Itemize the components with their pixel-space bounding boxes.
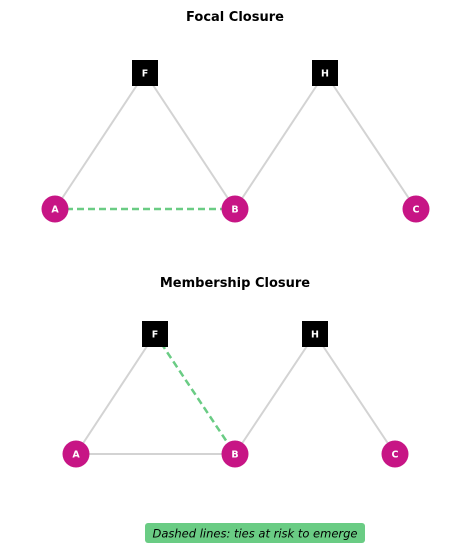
circle-node-shape	[381, 440, 409, 468]
square-node-shape	[132, 60, 158, 86]
node-h: H	[302, 321, 328, 347]
square-node-shape	[302, 321, 328, 347]
legend: Dashed lines: ties at risk to emerge	[145, 523, 365, 543]
node-label: C	[413, 205, 420, 216]
panel-title: Membership Closure	[160, 276, 310, 291]
legend-box	[145, 523, 365, 543]
circle-node-shape	[62, 440, 90, 468]
edge-f-a	[54, 72, 146, 210]
node-label: F	[152, 330, 159, 341]
node-label: C	[392, 450, 399, 461]
node-h: H	[312, 60, 338, 86]
node-f: F	[142, 321, 168, 347]
node-c: C	[402, 195, 430, 223]
legend-text: Dashed lines: ties at risk to emerge	[152, 527, 357, 541]
membership-closure-panel: Membership Closure F H A B C	[62, 276, 409, 468]
node-a: A	[41, 195, 69, 223]
circle-node-shape	[402, 195, 430, 223]
node-b: B	[221, 195, 249, 223]
node-label: H	[311, 330, 319, 341]
node-b: B	[221, 440, 249, 468]
circle-node-shape	[221, 195, 249, 223]
edge-h-b	[234, 333, 316, 455]
edge-h-b	[234, 72, 326, 210]
focal-closure-panel: Focal Closure F H A B C	[41, 10, 430, 223]
panel-title: Focal Closure	[186, 10, 284, 25]
circle-node-shape	[41, 195, 69, 223]
circle-node-shape	[221, 440, 249, 468]
edge-group	[54, 72, 417, 211]
node-label: B	[231, 450, 238, 461]
edge-h-c	[324, 72, 417, 210]
node-label: B	[231, 205, 238, 216]
edge-f-b	[144, 72, 236, 210]
node-f: F	[132, 60, 158, 86]
node-label: H	[321, 69, 329, 80]
square-node-shape	[142, 321, 168, 347]
edge-group	[75, 333, 396, 455]
edge-h-c	[314, 333, 396, 455]
node-label: A	[72, 450, 80, 461]
node-c: C	[381, 440, 409, 468]
node-group: F H A B C	[41, 60, 430, 223]
node-a: A	[62, 440, 90, 468]
square-node-shape	[312, 60, 338, 86]
edge-f-b-at-risk	[153, 333, 237, 455]
edge-f-a	[75, 333, 156, 455]
node-label: F	[142, 69, 149, 80]
node-label: A	[51, 205, 59, 216]
node-group: F H A B C	[62, 321, 409, 468]
